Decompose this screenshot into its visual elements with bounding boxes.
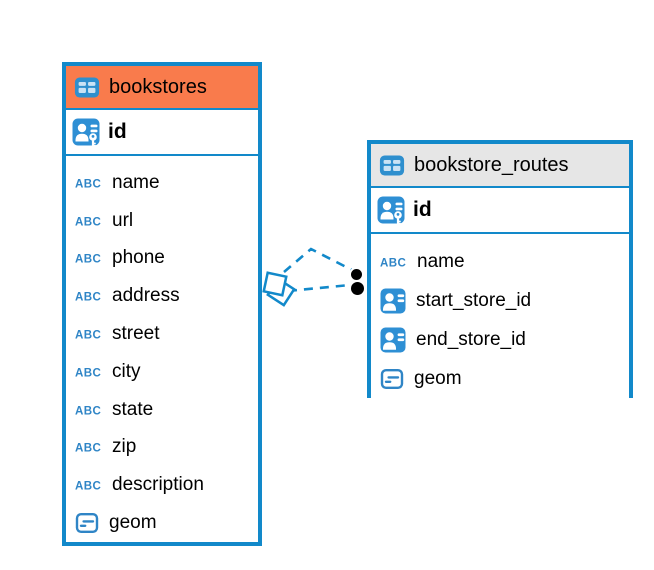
column-name: address (112, 285, 180, 307)
table-header-bookstore-routes[interactable]: bookstore_routes (371, 144, 629, 188)
column-name: phone (112, 247, 165, 269)
column-name: state (112, 398, 154, 420)
column-name: zip (112, 436, 137, 458)
text-type-icon (75, 403, 102, 417)
text-type-icon (75, 327, 102, 341)
column-row[interactable]: end_store_id (371, 320, 629, 359)
relationship-line[interactable] (287, 283, 351, 293)
column-name: city (112, 360, 141, 382)
column-row[interactable]: name (371, 242, 629, 281)
foreign-key-icon (380, 288, 406, 314)
table-icon (74, 77, 100, 98)
table-icon (379, 155, 405, 176)
column-row[interactable]: geom (66, 504, 258, 542)
entity-bookstore-routes[interactable]: bookstore_routes id name start_store_id … (367, 140, 633, 398)
text-type-icon (75, 176, 102, 190)
column-row[interactable]: state (66, 390, 258, 429)
column-row[interactable]: street (66, 315, 258, 353)
column-row[interactable]: zip (66, 428, 258, 467)
column-name: id (108, 120, 127, 143)
text-type-icon (75, 440, 102, 454)
column-name: name (112, 171, 160, 193)
column-list: name start_store_id end_store_id geom (371, 234, 629, 398)
column-row[interactable]: address (66, 277, 258, 316)
table-name: bookstore_routes (414, 154, 569, 176)
column-row[interactable]: geom (371, 359, 629, 398)
column-name: url (112, 209, 134, 231)
foreign-key-icon (380, 327, 406, 353)
primary-key-row[interactable]: id (66, 110, 258, 156)
column-row[interactable]: city (66, 352, 258, 391)
text-type-icon (380, 255, 407, 269)
column-name: end_store_id (416, 328, 526, 350)
relationship-line[interactable] (283, 247, 353, 273)
column-name: id (413, 198, 432, 221)
column-list: name url phone address street city (66, 156, 258, 542)
many-side-dot-marker[interactable] (351, 282, 364, 295)
text-type-icon (75, 289, 102, 303)
geometry-type-icon (380, 367, 404, 391)
column-name: name (417, 250, 465, 272)
many-side-dot-marker[interactable] (349, 267, 364, 282)
column-row[interactable]: start_store_id (371, 281, 629, 320)
column-row[interactable]: phone (66, 239, 258, 278)
text-type-icon (75, 214, 102, 228)
column-name: street (112, 323, 160, 345)
column-name: description (112, 474, 204, 496)
column-name: geom (109, 512, 157, 534)
text-type-icon (75, 478, 102, 492)
table-header-bookstores[interactable]: bookstores (66, 66, 258, 110)
column-name: start_store_id (416, 289, 532, 311)
text-type-icon (75, 251, 102, 265)
primary-key-icon (72, 118, 100, 147)
column-row[interactable]: description (66, 466, 258, 505)
column-row[interactable]: url (66, 201, 258, 240)
primary-key-icon (377, 196, 405, 225)
geometry-type-icon (75, 511, 99, 535)
entity-bookstores[interactable]: bookstores id name url phone addre (62, 62, 262, 546)
column-row[interactable]: name (66, 164, 258, 202)
column-name: geom (414, 367, 462, 389)
table-name: bookstores (109, 76, 207, 98)
primary-key-row[interactable]: id (371, 188, 629, 234)
text-type-icon (75, 365, 102, 379)
one-side-diamond-marker[interactable] (262, 271, 296, 307)
